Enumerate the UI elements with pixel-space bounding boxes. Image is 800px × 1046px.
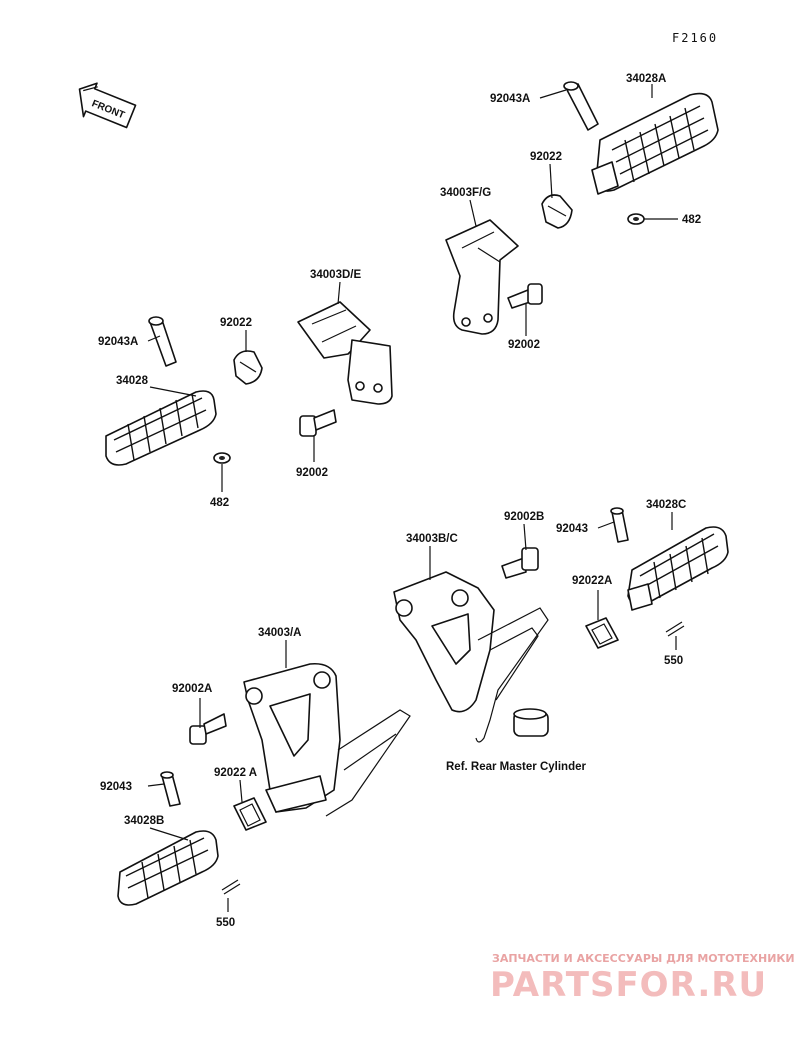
reference-note: Ref. Rear Master Cylinder bbox=[446, 761, 586, 773]
label-550-right: 550 bbox=[664, 655, 683, 667]
bolt-92002B-icon bbox=[501, 547, 539, 579]
label-34028B: 34028B bbox=[124, 815, 164, 827]
watermark-tagline: ЗАПЧАСТИ И АКСЕССУАРЫ ДЛЯ МОТОТЕХНИКИ bbox=[492, 952, 795, 965]
pin-92043A-top-icon bbox=[563, 81, 599, 131]
label-92022-left: 92022 bbox=[220, 317, 252, 329]
label-92002-left: 92002 bbox=[296, 467, 328, 479]
label-92043-left: 92043 bbox=[100, 781, 132, 793]
label-92002B: 92002B bbox=[504, 511, 544, 523]
label-34028A: 34028A bbox=[626, 73, 666, 85]
label-92002-top: 92002 bbox=[508, 339, 540, 351]
bracket-34003BC-icon bbox=[393, 571, 549, 743]
clip-482-top-icon bbox=[627, 213, 645, 225]
watermark-brand: PARTSFOR.RU bbox=[490, 965, 767, 1005]
spring-92022A-left-icon bbox=[233, 797, 267, 831]
label-482-left: 482 bbox=[210, 497, 229, 509]
label-34003BC: 34003B/C bbox=[406, 533, 458, 545]
clip-482-left-icon bbox=[213, 452, 231, 464]
label-92022A-right: 92022A bbox=[572, 575, 612, 587]
bolt-92002-left-icon bbox=[299, 409, 337, 437]
leader-lines bbox=[147, 84, 678, 912]
label-92022-top: 92022 bbox=[530, 151, 562, 163]
label-92043A-top: 92043A bbox=[490, 93, 530, 105]
spring-92022A-right-icon bbox=[585, 617, 619, 649]
cotter-550-left-icon bbox=[221, 879, 241, 895]
diagram-code: F2160 bbox=[672, 31, 718, 45]
cotter-550-right-icon bbox=[665, 621, 685, 637]
part-labels: 92043A 34028A 92022 482 34003F/G 92002 3… bbox=[98, 73, 701, 929]
label-34028: 34028 bbox=[116, 375, 149, 387]
spring-92022-left-icon bbox=[233, 350, 263, 385]
footpeg-34028B-icon bbox=[117, 830, 219, 906]
footpeg-34028A-icon bbox=[591, 92, 719, 195]
bolt-92002-top-icon bbox=[507, 283, 543, 309]
label-34028C: 34028C bbox=[646, 499, 686, 511]
label-92022A-left: 92022 A bbox=[214, 767, 257, 779]
label-34003A: 34003/A bbox=[258, 627, 301, 639]
pin-92043A-left-icon bbox=[148, 316, 177, 367]
spring-92022-top-icon bbox=[541, 194, 573, 229]
front-arrow-icon: FRONT bbox=[78, 82, 137, 129]
label-34003DE: 34003D/E bbox=[310, 269, 361, 281]
label-34003FG: 34003F/G bbox=[440, 187, 491, 199]
label-92002A: 92002A bbox=[172, 683, 212, 695]
label-482-top: 482 bbox=[682, 214, 701, 226]
label-92043A-left: 92043A bbox=[98, 336, 138, 348]
pin-92043-left-icon bbox=[160, 771, 181, 807]
bracket-34003A-icon bbox=[243, 662, 411, 817]
bracket-34003FG-icon bbox=[445, 219, 519, 335]
master-cylinder-ref-icon bbox=[513, 708, 549, 737]
watermark: ЗАПЧАСТИ И АКСЕССУАРЫ ДЛЯ МОТОТЕХНИКИ PA… bbox=[490, 952, 795, 1005]
bracket-34003DE-icon bbox=[297, 301, 393, 405]
bolt-92002A-icon bbox=[189, 713, 227, 745]
footpeg-34028-icon bbox=[105, 390, 217, 466]
pin-92043-right-icon bbox=[610, 507, 629, 543]
label-550-left: 550 bbox=[216, 917, 235, 929]
footpeg-34028C-icon bbox=[627, 526, 729, 611]
label-92043-right: 92043 bbox=[556, 523, 588, 535]
